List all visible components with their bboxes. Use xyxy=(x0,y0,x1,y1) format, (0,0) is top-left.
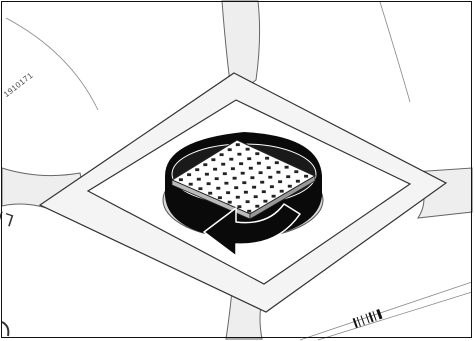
grate-hole xyxy=(276,170,281,174)
grate-hole xyxy=(187,173,192,177)
grate-hole xyxy=(258,171,263,175)
grate-hole xyxy=(294,170,299,174)
grate-hole xyxy=(229,157,234,161)
grate-hole xyxy=(237,205,242,209)
grate-hole xyxy=(260,180,265,184)
rotate-clockwise-arrow-icon xyxy=(203,203,301,257)
grate-hole xyxy=(247,157,252,161)
grate-hole xyxy=(304,174,309,178)
grate-hole xyxy=(227,148,232,152)
grate-hole xyxy=(235,143,240,147)
grate-hole xyxy=(224,181,229,185)
grate-hole xyxy=(274,161,279,165)
grate-hole xyxy=(211,158,216,162)
grate-hole xyxy=(243,190,248,194)
barcode-bar xyxy=(376,308,383,320)
grate-hole xyxy=(250,176,255,180)
grate-hole xyxy=(284,165,289,169)
grate-hole xyxy=(195,168,200,172)
grate-hole xyxy=(237,152,242,156)
grate-hole xyxy=(204,172,209,176)
grate-hole xyxy=(286,175,291,179)
grate-hole xyxy=(253,195,258,199)
grate-hole xyxy=(235,195,240,199)
barcode-bar xyxy=(352,317,358,328)
grate-hole xyxy=(256,161,261,165)
drain-grate-icon xyxy=(170,139,317,220)
grate-hole xyxy=(245,147,250,151)
barcode-bar xyxy=(360,315,365,326)
grate-hole xyxy=(266,166,271,170)
grate-hole xyxy=(221,162,226,166)
grate-hole xyxy=(213,167,218,171)
grate-hole xyxy=(242,181,247,185)
grate-hole xyxy=(234,186,239,190)
grate-hole xyxy=(279,189,284,193)
grate-hole xyxy=(255,152,260,156)
grate-hole xyxy=(230,167,235,171)
grate-hole xyxy=(216,186,221,190)
barcode-bar xyxy=(356,316,361,327)
grate-hole xyxy=(247,209,252,213)
barcode-bar xyxy=(368,312,374,323)
grate-holes xyxy=(178,143,309,213)
grate-hole xyxy=(203,163,208,167)
grate-hole xyxy=(222,172,227,176)
grate-hole xyxy=(240,171,245,175)
grate-hole xyxy=(245,200,250,204)
grate-hole xyxy=(232,176,237,180)
grate-hole xyxy=(287,184,292,188)
grate-hole xyxy=(268,175,273,179)
grate-hole xyxy=(265,156,270,160)
grate-hole xyxy=(188,182,193,186)
grate-hole xyxy=(261,190,266,194)
edge-glyph xyxy=(1,321,10,337)
grate-hole xyxy=(255,204,260,208)
grate-hole xyxy=(263,199,268,203)
grate-hole xyxy=(198,187,203,191)
grate-hole xyxy=(269,185,274,189)
grate-hole xyxy=(206,182,211,186)
grate-hole xyxy=(295,179,300,183)
grate-hole xyxy=(227,200,232,204)
grate-hole xyxy=(178,178,183,182)
grate-hole xyxy=(252,185,257,189)
grate-hole xyxy=(219,153,224,157)
barcode-icon xyxy=(352,308,383,328)
grate-hole xyxy=(226,191,231,195)
board-texture xyxy=(5,1,473,341)
grate-hole xyxy=(239,162,244,166)
grate-edge-right xyxy=(249,175,316,220)
grate-hole xyxy=(196,177,201,181)
arrow-body xyxy=(203,203,301,257)
grate-hole xyxy=(214,177,219,181)
grate-hole xyxy=(278,180,283,184)
grate-hole xyxy=(271,194,276,198)
grate-hole xyxy=(217,196,222,200)
grate-hole xyxy=(208,191,213,195)
barcode-bar xyxy=(365,313,370,324)
barcode-bar xyxy=(372,311,377,321)
grate-hole xyxy=(248,166,253,170)
